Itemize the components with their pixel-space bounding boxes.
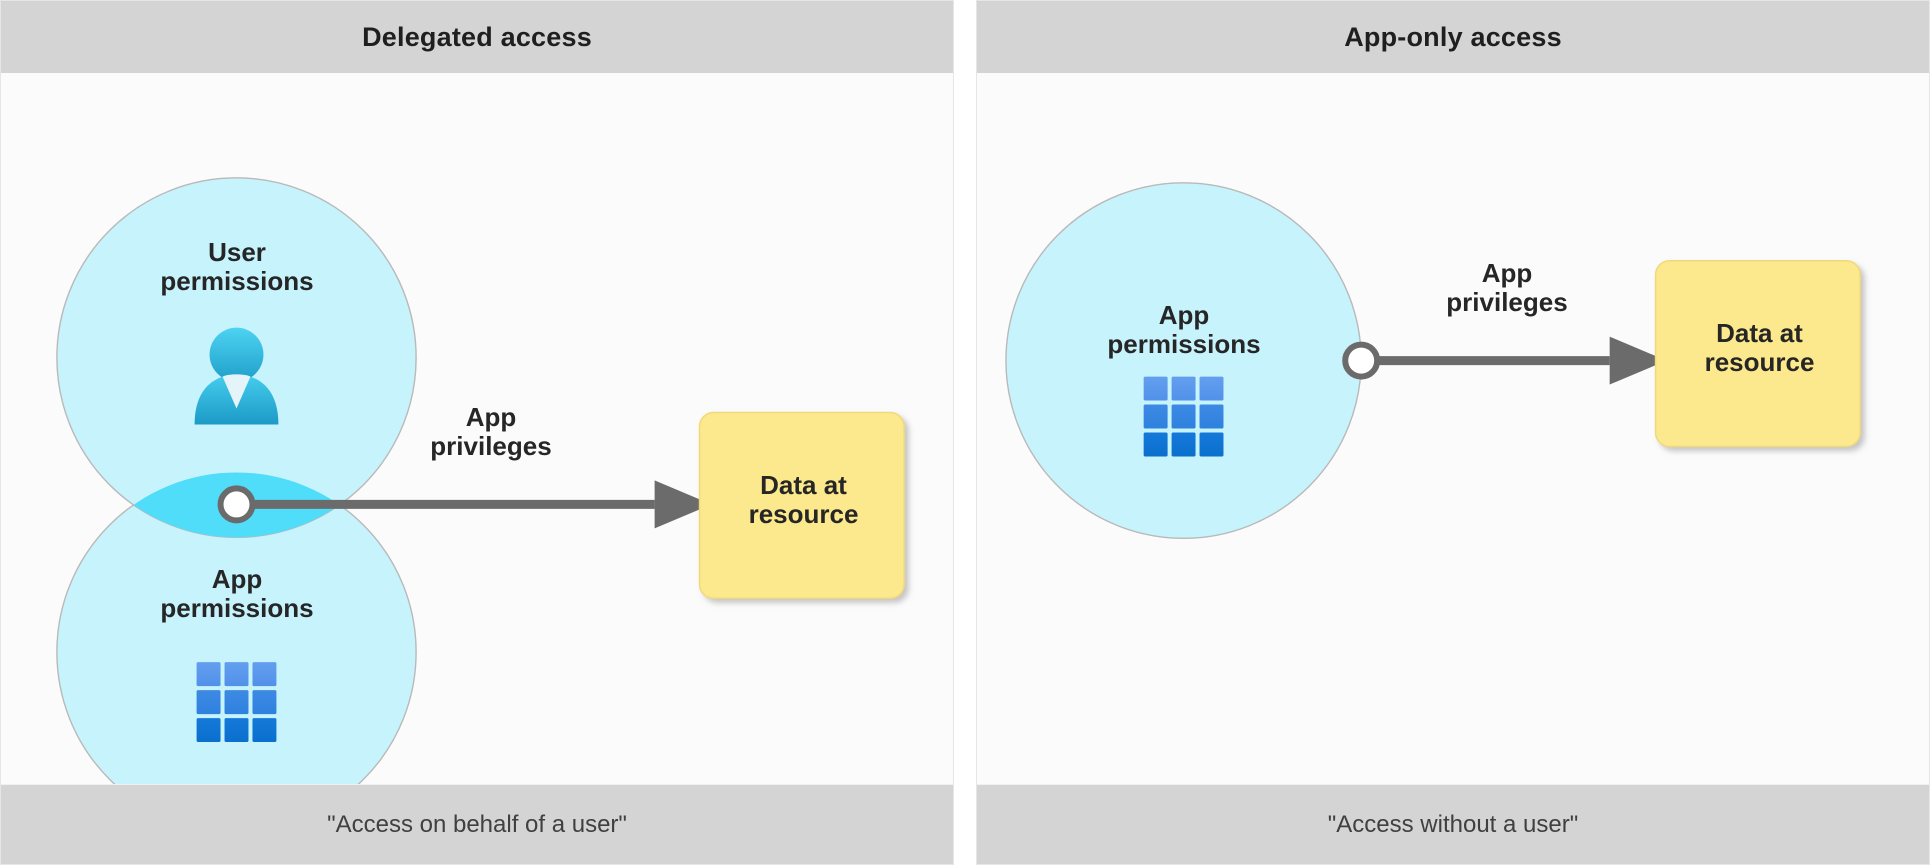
panel-delegated-access: Delegated access [0,0,954,865]
box-data-at-resource-delegated [698,411,905,600]
panel-footer-app-only: "Access without a user" [977,784,1929,864]
panel-app-only-access: App-only access [976,0,1930,865]
panel-header-app-only: App-only access [977,1,1929,73]
panel-title-delegated: Delegated access [362,21,592,52]
connector-node-app-only [1342,341,1381,380]
panel-body-delegated: User permissions App permissions App pri… [1,73,953,784]
caption-app-only: "Access without a user" [1327,810,1579,838]
panel-title-app-only: App-only access [1344,21,1562,52]
arrow-head-delegated [654,480,712,529]
arrow-head-app-only [1609,336,1667,385]
connector-node-delegated [217,485,256,524]
delegated-stage: User permissions App permissions App pri… [1,73,953,784]
circle-app-permissions-app-only [1005,182,1362,540]
delegated-graphic [56,177,905,784]
box-data-at-resource-app-only [1654,259,1861,448]
user-icon [194,327,279,425]
panel-header-delegated: Delegated access [1,1,953,73]
app-grid-icon [196,662,277,743]
app-grid-icon [1143,376,1224,457]
panel-body-app-only: App permissions App privileges Data at r… [977,73,1929,784]
app-only-stage: App permissions App privileges Data at r… [977,73,1929,784]
caption-delegated: "Access on behalf of a user" [327,810,627,838]
panel-footer-delegated: "Access on behalf of a user" [1,784,953,864]
app-only-graphic [1005,182,1861,540]
